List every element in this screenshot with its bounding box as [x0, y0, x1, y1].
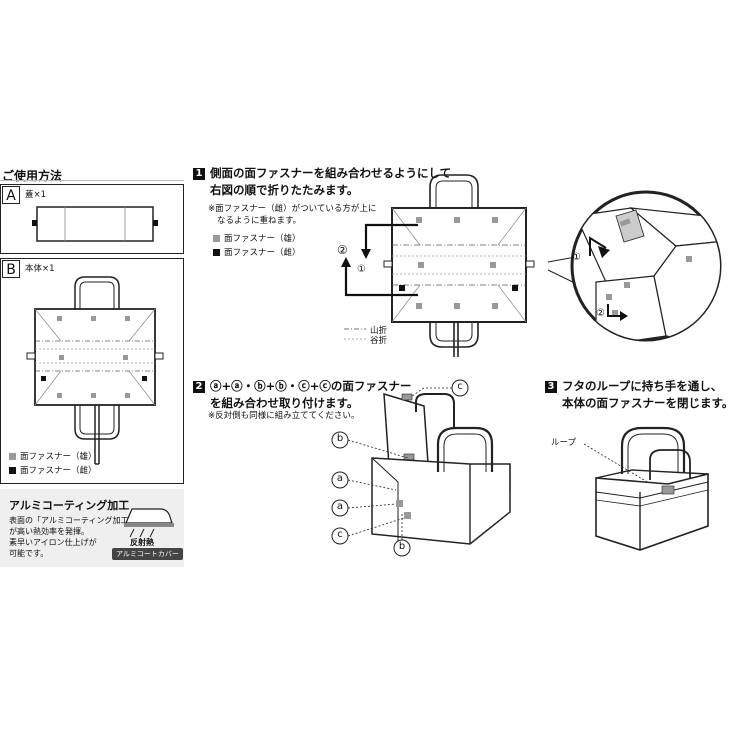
- loop-label: ループ: [551, 438, 576, 448]
- callout-c-left: c: [337, 529, 343, 540]
- step1-note-2: なるように重ねます。: [217, 216, 302, 226]
- reflect-label: 反射熱: [130, 538, 154, 547]
- fold-mountain-label: 山折: [370, 326, 388, 336]
- coating-line-4: 可能です。: [9, 549, 49, 558]
- callout-a-2: a: [336, 501, 344, 512]
- step1-zoom-circle: ① ②: [547, 190, 722, 342]
- step1-legend-female-swatch: [213, 248, 220, 256]
- callout-b-left: b: [336, 433, 344, 444]
- step3-number: 3: [545, 381, 557, 393]
- panel-a-tag: A: [2, 186, 20, 204]
- step3-line-1: フタのループに持ち手を通し、: [562, 379, 723, 393]
- cover-badge: アルミコートカバー: [112, 548, 183, 560]
- coating-panel: アルミコーティング加工 表面の「アルミコーティング加工」 が高い熱効率を発揮。 …: [0, 489, 184, 567]
- page-title: ご使用方法: [2, 169, 63, 183]
- lid-diagram: [32, 206, 158, 242]
- step2-line-1: ⓐ+ⓐ・ⓑ+ⓑ・ⓒ+ⓒの面ファスナー: [210, 379, 412, 393]
- panel-a: A 蓋×1: [0, 184, 184, 254]
- step2-assembly-diagram: [331, 379, 511, 557]
- legend-male-swatch: [9, 452, 16, 460]
- step3-line-2: 本体の面ファスナーを閉じます。: [562, 396, 734, 410]
- svg-text:②: ②: [596, 308, 605, 319]
- title-divider: [0, 180, 184, 181]
- coating-line-3: 素早いアイロン仕上げが: [9, 538, 97, 547]
- legend-female-label: 面ファスナー（雌）: [20, 466, 97, 476]
- step1-marker-2: ②: [337, 243, 348, 257]
- panel-b-label: 本体×1: [25, 264, 55, 274]
- panel-a-label: 蓋×1: [25, 190, 47, 200]
- step1-fold-diagram: [341, 174, 535, 357]
- step1-marker-1: ①: [357, 264, 366, 275]
- svg-text:①: ①: [572, 252, 581, 263]
- panel-b: B 本体×1 面ファスナー（雄） 面ファス: [0, 258, 184, 484]
- legend-female-swatch: [9, 466, 16, 474]
- fold-valley-label: 谷折: [370, 336, 388, 346]
- step1-line-2: 右図の順で折りたたみます。: [210, 183, 359, 197]
- step2-line-2: を組み合わせ取り付けます。: [210, 396, 359, 410]
- step1-legend-male: 面ファスナー（雄）: [224, 234, 301, 244]
- body-diagram: [26, 276, 164, 465]
- step1-text: 1 側面の面ファスナーを組み合わせるようにして 右図の順で折りたたみます。: [193, 165, 451, 199]
- step1-legend-female: 面ファスナー（雌）: [224, 248, 301, 258]
- step2-number: 2: [193, 381, 205, 393]
- step1-number: 1: [193, 168, 205, 180]
- coating-title: アルミコーティング加工: [9, 499, 130, 512]
- step1-legend-male-swatch: [213, 234, 220, 242]
- coating-line-1: 表面の「アルミコーティング加工」: [9, 516, 137, 525]
- iron-icon: [124, 508, 174, 538]
- panel-b-tag: B: [2, 260, 20, 278]
- callout-a-1: a: [336, 473, 344, 484]
- coating-line-2: が高い熱効率を発揮。: [9, 527, 89, 536]
- step3-closed-bag-diagram: [583, 426, 709, 551]
- step2-note: ※反対側も同様に組み立ててください。: [208, 411, 360, 421]
- callout-b-bottom: b: [398, 541, 406, 552]
- callout-c-top: c: [457, 381, 463, 392]
- step1-line-1: 側面の面ファスナーを組み合わせるようにして: [210, 166, 452, 180]
- legend-male-label: 面ファスナー（雄）: [20, 452, 97, 462]
- step1-note-1: ※面ファスナー（雌）がついている方が上に: [208, 204, 377, 214]
